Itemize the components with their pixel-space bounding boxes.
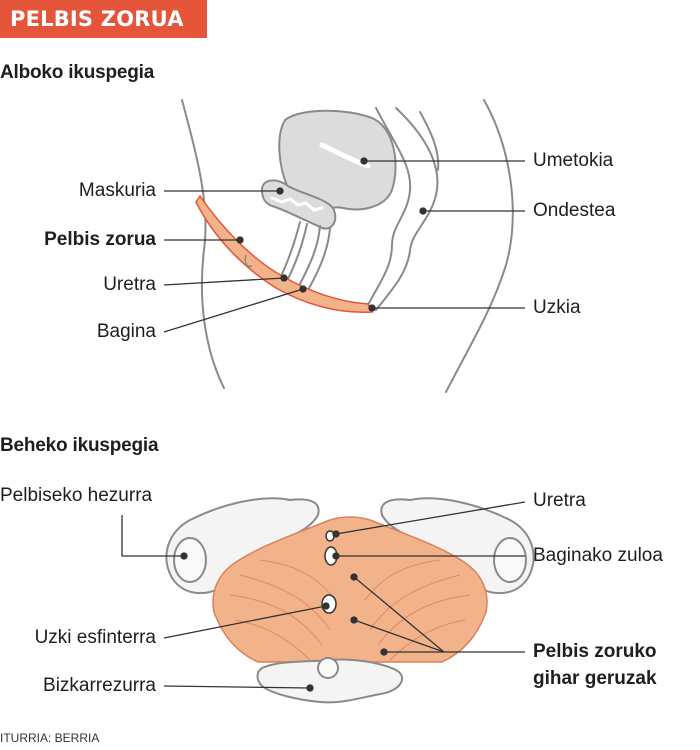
label-urethra-side: Uretra <box>103 274 156 295</box>
vagina-tube-2 <box>306 227 331 293</box>
body-front-outline <box>181 99 225 389</box>
pelvic-muscle-layers <box>212 516 488 663</box>
label-anal-sphincter: Uzki esfinterra <box>34 627 156 648</box>
urethra-tube <box>279 221 301 279</box>
label-muscle-layers-line2: gihar geruzak <box>533 668 657 689</box>
pelvic-floor-tip <box>244 254 253 268</box>
coccyx-center <box>317 657 339 679</box>
pelvic-bone-right-joint <box>493 537 527 583</box>
label-uterus: Umetokia <box>533 150 614 171</box>
bottom-view-drawing <box>165 497 535 704</box>
label-coccyx: Bizkarrezurra <box>43 675 156 696</box>
label-vagina: Bagina <box>96 321 156 342</box>
rectum-outline-1 <box>367 107 412 306</box>
header-tag: PELBIS ZORUA <box>0 0 207 38</box>
source-credit: ITURRIA: BERRIA <box>0 731 100 745</box>
side-view-leaders <box>163 157 525 333</box>
label-urethra-bottom: Uretra <box>533 490 586 511</box>
body-back-outline <box>445 99 514 393</box>
label-bladder: Maskuria <box>78 180 156 201</box>
label-vaginal-opening: Baginako zuloa <box>533 545 663 566</box>
label-pelvic-floor: Pelbis zorua <box>44 229 156 250</box>
spine-curve <box>419 111 440 171</box>
label-muscle-layers-line1: Pelbis zoruko <box>533 641 657 662</box>
rectum-outline-2 <box>375 107 439 311</box>
label-anus: Uzkia <box>533 297 581 318</box>
pelvic-bone-left-joint <box>173 537 207 583</box>
label-pelvic-bone: Pelbiseko hezurra <box>0 485 153 506</box>
side-view-drawing <box>181 99 514 393</box>
vagina-tube <box>297 225 321 289</box>
bladder-folds <box>270 196 324 212</box>
label-rectum: Ondestea <box>533 200 616 221</box>
bottom-view-leaders <box>121 501 526 692</box>
side-view-title: Alboko ikuspegia <box>0 62 155 83</box>
urethra-tube-2 <box>286 223 308 282</box>
pelvic-floor-sling <box>195 194 374 314</box>
bottom-view-title: Beheko ikuspegia <box>0 435 159 456</box>
